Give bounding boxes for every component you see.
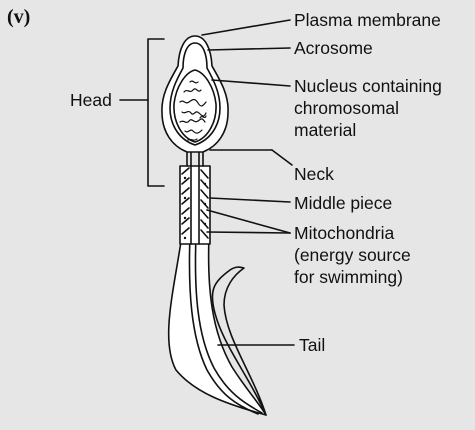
- label-mitochondria-line3: for swimming): [294, 267, 403, 288]
- label-head: Head: [70, 90, 112, 111]
- label-acrosome: Acrosome: [294, 38, 373, 59]
- label-nucleus-line2: chromosomal: [294, 98, 399, 119]
- label-nucleus-line3: material: [294, 120, 356, 141]
- leader-plasma: [202, 20, 290, 35]
- label-middle-piece: Middle piece: [294, 193, 392, 214]
- leader-mito-2: [207, 232, 290, 233]
- leader-nucleus: [212, 80, 290, 86]
- leader-mito-1: [207, 210, 290, 233]
- label-neck: Neck: [294, 164, 334, 185]
- tail-outer: [169, 235, 266, 415]
- label-mitochondria-line1: Mitochondria: [294, 223, 394, 244]
- label-mitochondria-line2: (energy source: [294, 245, 411, 266]
- label-plasma-membrane: Plasma membrane: [294, 10, 441, 31]
- label-nucleus-line1: Nucleus containing: [294, 76, 442, 97]
- figure-label: (v): [7, 7, 30, 27]
- leader-middle: [210, 198, 290, 202]
- leader-acrosome: [208, 48, 290, 50]
- neck: [187, 152, 203, 166]
- label-tail: Tail: [299, 335, 325, 356]
